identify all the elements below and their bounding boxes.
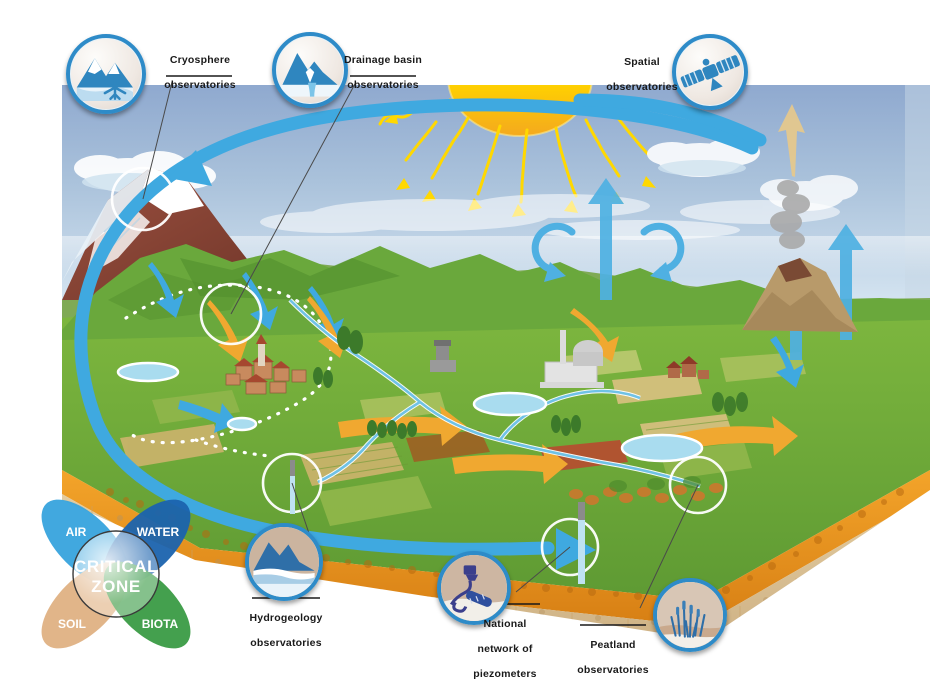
monitoring-well-left (290, 460, 295, 514)
water-cycle-circulation-arrow (74, 93, 767, 570)
volcano-plume (770, 180, 810, 249)
badge-spatial[interactable] (672, 34, 748, 110)
critical-zone-diagram: AIR WATER SOIL BIOTA CRITICAL ZONE (41, 499, 191, 649)
hilltop-village (225, 334, 307, 395)
ring-peatland (668, 455, 728, 515)
callout-piezometers-line3: piezometers (473, 667, 537, 680)
callout-cryosphere: Cryosphere observatories (150, 42, 250, 104)
volcanic-gas-arrow (778, 104, 805, 177)
ring-cryosphere (110, 166, 176, 232)
river-system (116, 298, 704, 489)
castle-tower (430, 340, 456, 372)
callout-hydrogeology-line2: observatories (250, 637, 322, 650)
circulation-curl-arrows (531, 222, 685, 274)
leader-piezometers (515, 546, 571, 593)
leader-lines (142, 81, 699, 609)
badge-drainage-basin[interactable] (272, 32, 348, 108)
petal-label-biota: BIOTA (142, 617, 179, 631)
petal-label-water: WATER (137, 525, 180, 539)
highlight-rings (110, 166, 728, 577)
callout-peatland-line1: Peatland (590, 639, 636, 652)
petal-label-air: AIR (66, 525, 87, 539)
reeds-wetland-icon (657, 582, 723, 648)
industrial-plant (540, 330, 604, 388)
lakes (116, 361, 704, 463)
right-village (666, 356, 709, 379)
piezometer-well (578, 502, 585, 584)
badge-peatland[interactable] (653, 578, 727, 652)
mountain-valley-icon (281, 53, 339, 97)
badge-hydrogeology[interactable] (245, 523, 323, 601)
satellite-icon (680, 55, 740, 92)
callout-hydrogeology-line1: Hydrogeology (249, 612, 323, 625)
critical-zone-title-line1: CRITICAL (74, 557, 158, 576)
peat-wetland-vegetation (569, 476, 723, 505)
snowy-mountain-snowflake-icon (76, 58, 133, 101)
leader-drainage (230, 81, 357, 315)
callout-cryosphere-line1: Cryosphere (169, 54, 231, 67)
callout-drainage-line2: observatories (347, 79, 419, 92)
callout-drainage: Drainage basin observatories (333, 42, 433, 104)
callout-piezometers: National network of piezometers (455, 606, 555, 693)
land-block (62, 104, 930, 640)
callout-piezometers-line1: National (483, 618, 527, 631)
callout-spatial-line2: observatories (606, 81, 678, 94)
watershed-boundary (124, 283, 333, 458)
callout-spatial-line1: Spatial (624, 56, 660, 69)
callout-hydrogeology: Hydrogeology observatories (236, 600, 336, 662)
leader-peatland (639, 484, 699, 609)
critical-zone-title-line2: ZONE (91, 577, 141, 596)
piezometer-probe-icon (441, 555, 507, 621)
callout-cryosphere-line2: observatories (164, 79, 236, 92)
tree-clusters (313, 326, 748, 439)
runoff-arrows (148, 262, 804, 433)
leader-cryosphere (142, 81, 173, 200)
petal-label-soil: SOIL (58, 617, 86, 631)
callout-peatland-line2: observatories (577, 664, 649, 677)
callout-peatland: Peatland observatories (563, 627, 663, 689)
badge-piezometers[interactable] (437, 551, 511, 625)
sun (447, 85, 593, 137)
callout-spatial: Spatial observatories (592, 44, 692, 106)
critical-zone-center (72, 530, 160, 618)
aquifer-cross-section-icon (249, 527, 319, 597)
ring-drainage (199, 282, 263, 346)
ring-piezometer (540, 517, 600, 577)
callout-drainage-line1: Drainage basin (343, 54, 423, 67)
volcano (742, 104, 858, 332)
callout-piezometers-line2: network of (477, 643, 533, 656)
badge-cryosphere[interactable] (66, 34, 146, 114)
